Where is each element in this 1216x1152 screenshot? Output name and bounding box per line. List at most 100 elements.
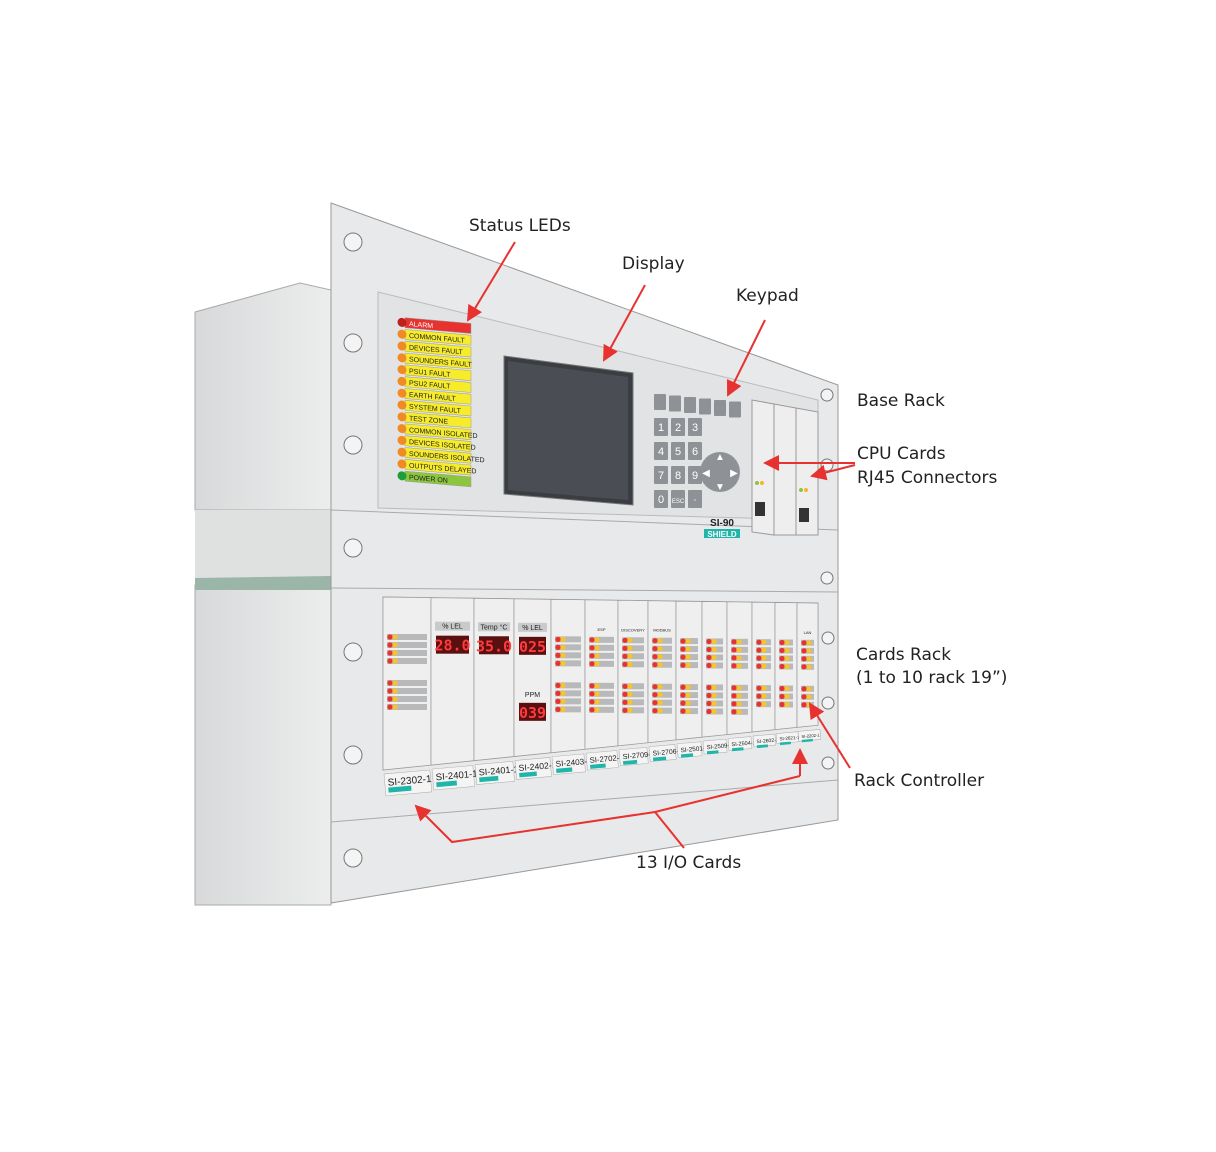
led-indicator — [594, 645, 600, 651]
led-indicator — [731, 655, 737, 661]
keypad-key[interactable] — [654, 490, 668, 508]
status-led-label: DEVICES FAULT — [409, 345, 464, 357]
led-indicator — [685, 708, 691, 714]
led-indicator — [657, 646, 663, 652]
card-header: Temp °C — [481, 623, 508, 631]
led-indicator — [736, 693, 742, 699]
led-indicator — [555, 706, 561, 712]
card-model: SI-2401-1 — [478, 764, 519, 777]
led-indicator — [397, 435, 407, 445]
function-key[interactable] — [699, 398, 711, 415]
io-card[interactable]: SI-2504-1 — [726, 601, 756, 752]
arrow-up-icon[interactable]: ▲ — [715, 452, 725, 463]
led-indicator — [397, 329, 407, 339]
led-indicator — [685, 692, 691, 698]
led-indicator — [589, 637, 595, 643]
keypad-key[interactable] — [671, 490, 685, 508]
led-indicator — [806, 686, 812, 692]
led-indicator — [685, 638, 691, 644]
led-indicator — [555, 698, 561, 704]
card-label: SI-2702-1 — [585, 750, 624, 771]
io-card[interactable]: SI-2302-1 — [382, 596, 433, 797]
navigation-pad[interactable]: ▲ ▼ ◀ ▶ — [700, 452, 740, 493]
led-indicator — [736, 685, 742, 691]
arrow-right-icon[interactable]: ▶ — [730, 468, 738, 479]
status-led-row: POWER ON — [397, 470, 472, 488]
seven-segment-display — [519, 636, 546, 655]
led-indicator — [711, 638, 717, 645]
card-header: MODBUS — [653, 628, 671, 633]
card-model: SI-2602-1 — [756, 737, 779, 745]
display-value: 025 — [519, 638, 546, 656]
led-indicator — [555, 644, 561, 650]
led-indicator — [392, 696, 398, 702]
keypad-key[interactable] — [671, 442, 685, 460]
keypad-key[interactable] — [671, 466, 685, 484]
function-key[interactable] — [654, 394, 666, 410]
led-indicator — [784, 663, 790, 670]
keypad-key[interactable] — [688, 442, 702, 460]
led-indicator — [756, 647, 762, 653]
led-indicator — [622, 661, 628, 667]
io-card[interactable]: SI-2621-1 — [774, 602, 801, 746]
card-header: LAN — [804, 630, 812, 635]
rj45-connector[interactable] — [755, 502, 765, 516]
function-key[interactable] — [714, 400, 726, 416]
rj45-connector[interactable] — [799, 508, 809, 522]
led-indicator — [397, 424, 407, 434]
card-model: SI-2702-1 — [589, 753, 624, 765]
keypad-key[interactable] — [688, 490, 702, 508]
led-indicator — [801, 694, 807, 700]
led-indicator — [594, 653, 600, 659]
led-indicator — [560, 698, 566, 704]
card-model: SI-2401-1 — [435, 769, 478, 784]
led-indicator — [387, 658, 393, 664]
io-card[interactable]: SI-2403-1 — [550, 598, 593, 775]
keypad-key[interactable] — [688, 418, 702, 436]
led-indicator — [594, 699, 600, 705]
led-indicator — [657, 684, 663, 690]
keypad-key[interactable] — [654, 418, 668, 436]
card-label: SI-2401-1 — [431, 765, 478, 791]
led-indicator — [761, 685, 767, 691]
arrow-left-icon[interactable]: ◀ — [702, 468, 710, 479]
arrow-down-icon[interactable]: ▼ — [715, 482, 725, 493]
led-indicator — [761, 693, 767, 699]
led-indicator — [731, 693, 737, 699]
led-indicator — [761, 701, 767, 707]
led-indicator — [560, 690, 566, 696]
led-indicator — [731, 663, 737, 669]
keypad-key[interactable] — [671, 418, 685, 436]
card-header: % LEL — [522, 625, 543, 632]
led-indicator — [706, 646, 712, 653]
led-indicator — [397, 341, 407, 351]
seven-segment-display — [519, 702, 546, 721]
seven-segment-display — [436, 635, 469, 654]
io-card[interactable]: Temp °C35.0SI-2401-1 — [473, 597, 520, 785]
keypad-key[interactable] — [654, 442, 668, 460]
led-indicator — [387, 696, 393, 702]
led-indicator — [711, 684, 717, 691]
led-indicator — [397, 353, 407, 363]
cpu-cards — [751, 399, 819, 536]
function-key[interactable] — [684, 397, 696, 413]
io-card[interactable]: SI-2501-1 — [675, 600, 710, 759]
keypad-key[interactable] — [654, 466, 668, 484]
io-card[interactable]: SI-2509-1 — [701, 601, 734, 755]
led-indicator — [397, 376, 407, 386]
led-indicator — [711, 662, 717, 669]
keypad-key[interactable] — [688, 466, 702, 484]
led-indicator — [589, 683, 595, 689]
function-key[interactable] — [669, 395, 681, 412]
led-indicator — [397, 388, 407, 398]
led-indicator — [560, 636, 566, 642]
function-key[interactable] — [729, 401, 741, 418]
card-label: SI-2402-1 — [514, 757, 557, 780]
